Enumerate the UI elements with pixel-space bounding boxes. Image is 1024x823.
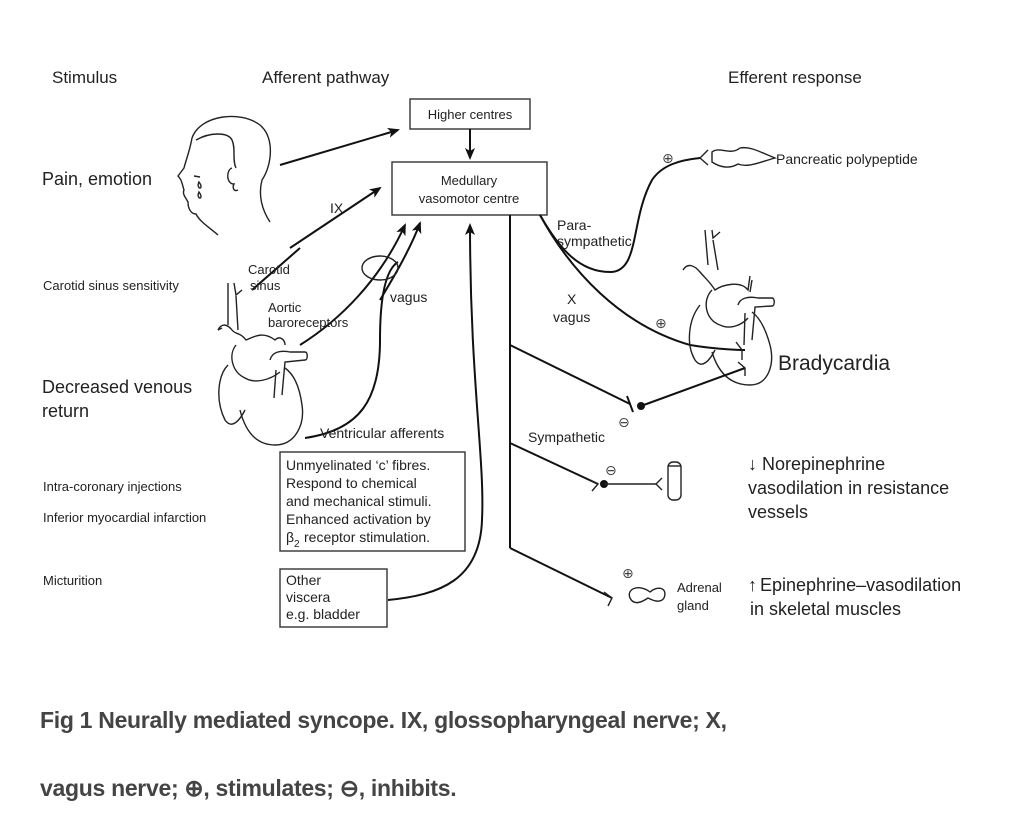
arrow-ix-glossopharyngeal — [289, 186, 382, 249]
label-para-2: sympathetic — [557, 233, 632, 249]
response-bradycardia: Bradycardia — [778, 352, 890, 375]
sympathetic-vessel-branch — [509, 442, 599, 485]
pancreas-icon — [711, 146, 778, 168]
viscera-line-1: Other — [286, 572, 321, 588]
stimulus-intracoronary: Intra-coronary injections — [43, 479, 182, 494]
label-ix: IX — [330, 200, 344, 216]
c-fibres-line-5: receptor stimulation. — [304, 529, 430, 545]
carotid-nerve-segment — [251, 247, 301, 291]
response-norepinephrine-2: vasodilation in resistance — [748, 478, 949, 498]
sympathetic-adrenal-branch — [509, 547, 613, 599]
vagus-stimulates-symbol: ⊕ — [655, 316, 667, 332]
norepinephrine-down-arrow: ↓ — [748, 454, 757, 474]
adrenal-stimulates-symbol: ⊕ — [622, 566, 634, 582]
heart-inhibition-line — [640, 367, 746, 407]
vagus-heart-synapse — [735, 341, 743, 360]
adrenal-synapse — [603, 591, 613, 607]
arrow-aortic-baroreceptors — [299, 223, 406, 346]
vessel-synapse-right — [655, 477, 663, 491]
sympathetic-heart-branch — [509, 344, 631, 405]
label-carotid-sinus-2: sinus — [250, 278, 281, 293]
label-vagus-afferent: vagus — [390, 289, 427, 305]
pancreas-synapse — [699, 149, 709, 166]
epinephrine-up-arrow: ↑ — [748, 575, 757, 595]
label-adrenal-1: Adrenal — [677, 580, 722, 595]
label-sympathetic: Sympathetic — [528, 429, 605, 445]
header-afferent-pathway: Afferent pathway — [262, 68, 390, 87]
sympathetic-heart-synapse-bar — [626, 395, 634, 413]
viscera-box — [279, 568, 388, 628]
arrow-viscera-afferent — [387, 223, 484, 601]
viscera-line-3: e.g. bladder — [286, 606, 360, 622]
c-fibres-line-4: Enhanced activation by — [286, 511, 431, 527]
label-adrenal-2: gland — [677, 598, 709, 613]
header-efferent-response: Efferent response — [728, 68, 862, 87]
label-vagus-efferent: vagus — [553, 309, 590, 325]
pancreas-stimulates-symbol: ⊕ — [662, 151, 674, 167]
stimulus-venous-return-2: return — [42, 401, 89, 421]
arrow-vagus-afferent — [379, 221, 422, 301]
header-stimulus: Stimulus — [52, 68, 117, 87]
blood-vessel-icon — [667, 461, 682, 501]
medullary-centre-label-2: vasomotor centre — [419, 191, 519, 206]
vessel-synapse-left — [589, 479, 600, 492]
c-fibres-line-1: Unmyelinated ‘c’ fibres. — [286, 457, 430, 473]
label-ventricular-afferents: Ventricular afferents — [320, 425, 444, 441]
stimulus-micturition: Micturition — [43, 573, 102, 588]
vessel-inhibits-symbol: ⊖ — [605, 463, 617, 479]
heart-sympathetic-synapse — [737, 361, 746, 376]
response-norepinephrine-1: Norepinephrine — [762, 454, 885, 474]
beta-subscript: 2 — [294, 539, 300, 550]
stimulus-venous-return-1: Decreased venous — [42, 377, 192, 397]
ventricular-afferent-path — [304, 261, 399, 439]
label-carotid-sinus-1: Carotid — [248, 262, 290, 277]
figure-caption-line-1: Fig 1 Neurally mediated syncope. IX, glo… — [40, 707, 727, 733]
response-pancreatic-polypeptide: Pancreatic polypeptide — [776, 151, 918, 167]
figure-caption-line-2: vagus nerve; ⊕, stimulates; ⊖, inhibits. — [40, 775, 456, 801]
heart-icon-right — [682, 229, 775, 386]
viscera-line-2: viscera — [286, 589, 331, 605]
medullary-centre-label-1: Medullary — [441, 173, 498, 188]
c-fibres-line-2: Respond to chemical — [286, 475, 417, 491]
heart-icon-left — [217, 282, 308, 446]
adrenal-gland-icon — [628, 587, 666, 604]
stimulus-pain-emotion: Pain, emotion — [42, 169, 152, 189]
c-fibres-line-3: and mechanical stimuli. — [286, 493, 432, 509]
higher-centres-label: Higher centres — [428, 107, 513, 122]
response-norepinephrine-3: vessels — [748, 502, 808, 522]
stimulus-carotid-sinus: Carotid sinus sensitivity — [43, 278, 179, 293]
response-epinephrine-2: in skeletal muscles — [750, 599, 901, 619]
c-fibres-box — [279, 451, 466, 552]
response-epinephrine-1: Epinephrine–vasodilation — [760, 575, 961, 595]
label-aortic-2: baroreceptors — [268, 315, 349, 330]
heart-inhibits-symbol: ⊖ — [618, 415, 630, 431]
label-aortic-1: Aortic — [268, 300, 302, 315]
parasympathetic-pancreas-path — [539, 157, 701, 274]
higher-centres-box — [409, 98, 531, 130]
label-x: X — [567, 291, 577, 307]
head-icon — [177, 115, 271, 236]
label-para-1: Para- — [557, 217, 592, 233]
vagus-efferent-path — [539, 214, 746, 351]
stimulus-inferior-mi: Inferior myocardial infarction — [43, 510, 206, 525]
beta-symbol: β — [286, 529, 294, 545]
medullary-centre-box — [391, 161, 548, 216]
vagus-loop — [361, 255, 399, 281]
arrow-head-to-higher — [279, 128, 400, 166]
